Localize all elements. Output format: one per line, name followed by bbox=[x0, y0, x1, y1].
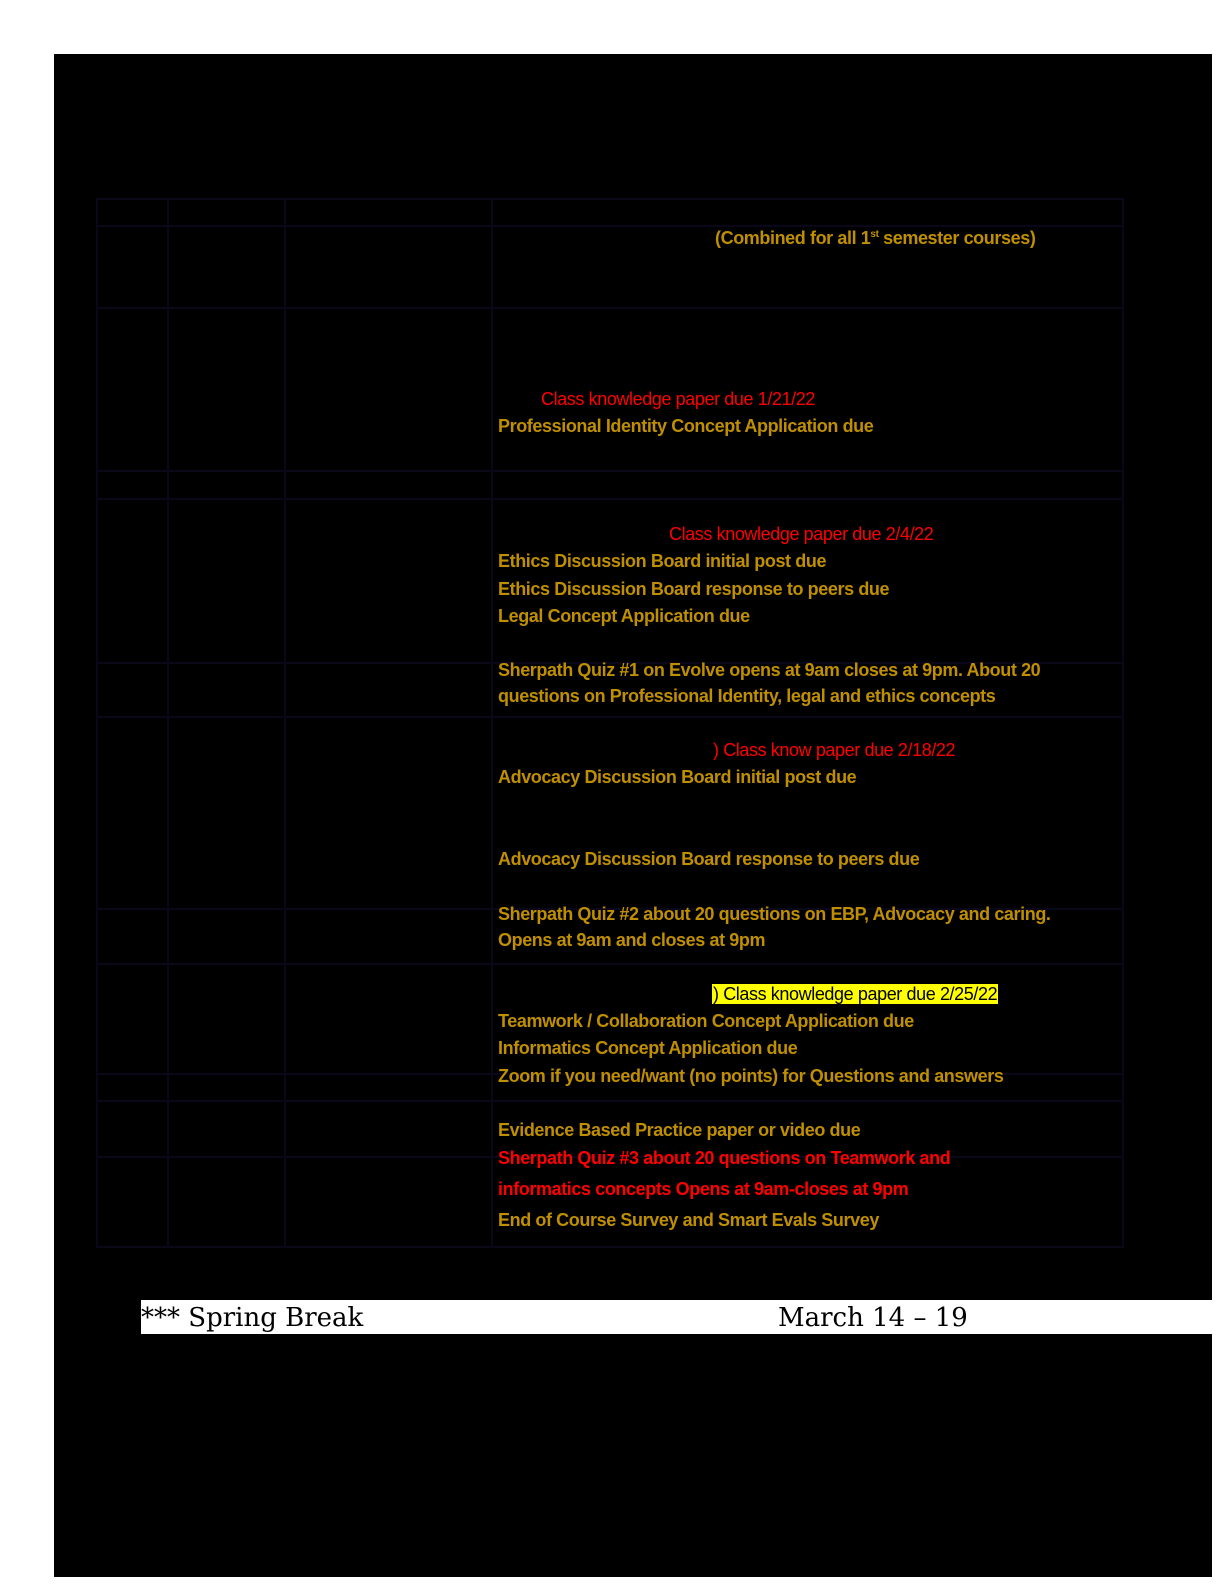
zoom-session-note: Zoom if you need/want (no points) for Qu… bbox=[498, 1066, 1004, 1086]
quiz-note: Sherpath Quiz #1 on Evolve opens at 9am … bbox=[498, 660, 1041, 680]
spring-break-label: *** Spring Break bbox=[141, 1303, 364, 1333]
header-note-suffix: semester courses) bbox=[878, 228, 1036, 248]
highlighted-text: ) Class knowledge paper due 2/25/22 bbox=[712, 984, 999, 1004]
assignment-due: Evidence Based Practice paper or video d… bbox=[498, 1120, 861, 1140]
quiz-note: Opens at 9am and closes at 9pm bbox=[498, 930, 766, 950]
assignment-due: Legal Concept Application due bbox=[498, 606, 750, 626]
assignment-due: Advocacy Discussion Board response to pe… bbox=[498, 849, 920, 869]
table-row-divider bbox=[96, 1100, 1124, 1102]
table-border-right bbox=[1122, 198, 1124, 1248]
quiz-note: questions on Professional Identity, lega… bbox=[498, 686, 996, 706]
table-row-divider bbox=[96, 498, 1124, 500]
redacted-page-area bbox=[54, 54, 1212, 1577]
assignment-due: Advocacy Discussion Board initial post d… bbox=[498, 767, 857, 787]
table-row-divider bbox=[96, 963, 1124, 965]
table-column-divider bbox=[284, 198, 286, 1248]
class-knowledge-paper-due: Class knowledge paper due 2/4/22 bbox=[669, 524, 934, 544]
quiz-note: Sherpath Quiz #3 about 20 questions on T… bbox=[498, 1148, 951, 1168]
table-row-divider bbox=[96, 662, 1124, 664]
table-column-divider bbox=[167, 198, 169, 1248]
table-row-divider bbox=[96, 1073, 1124, 1075]
assignment-due: Ethics Discussion Board initial post due bbox=[498, 551, 827, 571]
header-note: (Combined for all 1st semester courses) bbox=[715, 225, 1036, 252]
survey-note: End of Course Survey and Smart Evals Sur… bbox=[498, 1210, 879, 1230]
assignment-due: Informatics Concept Application due bbox=[498, 1038, 798, 1058]
header-note-prefix: (Combined for all 1 bbox=[715, 228, 871, 248]
quiz-note: informatics concepts Opens at 9am-closes… bbox=[498, 1179, 909, 1199]
table-border-left bbox=[96, 198, 98, 1248]
table-row-divider bbox=[96, 908, 1124, 910]
assignment-due: Teamwork / Collaboration Concept Applica… bbox=[498, 1011, 914, 1031]
spring-break-dates: March 14 – 19 bbox=[778, 1303, 968, 1333]
header-note-superscript: st bbox=[870, 229, 879, 240]
table-row-divider bbox=[96, 1156, 1124, 1158]
table-row-divider bbox=[96, 716, 1124, 718]
quiz-note: Sherpath Quiz #2 about 20 questions on E… bbox=[498, 904, 1051, 924]
table-column-divider bbox=[491, 198, 493, 1248]
table-row-divider bbox=[96, 470, 1124, 472]
table-border-bottom bbox=[96, 1246, 1124, 1248]
class-knowledge-paper-due: Class knowledge paper due 1/21/22 bbox=[541, 389, 816, 409]
table-row-divider bbox=[96, 307, 1124, 309]
class-knowledge-paper-due: ) Class know paper due 2/18/22 bbox=[713, 740, 956, 760]
assignment-due: Professional Identity Concept Applicatio… bbox=[498, 416, 874, 436]
class-knowledge-paper-due: ) Class knowledge paper due 2/25/22 bbox=[712, 981, 999, 1008]
assignment-due: Ethics Discussion Board response to peer… bbox=[498, 579, 890, 599]
table-row-divider bbox=[96, 225, 1124, 227]
table-border-top bbox=[96, 198, 1124, 200]
spring-break-row: *** Spring Break March 14 – 19 bbox=[141, 1300, 1212, 1334]
